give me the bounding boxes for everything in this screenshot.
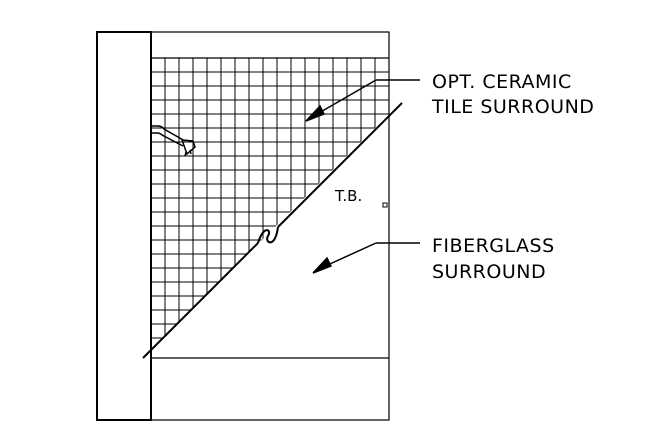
ceramic-leader-arrow — [305, 79, 420, 122]
wall-jamb — [96, 31, 152, 421]
tub-marker-label: T.B. — [334, 187, 362, 205]
diagonal-break-line-lower — [142, 242, 259, 359]
break-line-icon — [257, 226, 279, 244]
fiberglass-leader-arrow — [312, 242, 420, 274]
fiberglass-label-line1: FIBERGLASS — [432, 235, 555, 257]
tub-marker-square — [382, 202, 388, 208]
ceramic-label-line2: TILE SURROUND — [431, 96, 594, 118]
surround-outline — [150, 31, 390, 421]
shower-head-icon — [151, 125, 196, 157]
fiberglass-label-line2: SURROUND — [432, 261, 546, 283]
diagonal-break-line-upper — [277, 102, 403, 228]
ceramic-label-line1: OPT. CERAMIC — [432, 71, 572, 93]
